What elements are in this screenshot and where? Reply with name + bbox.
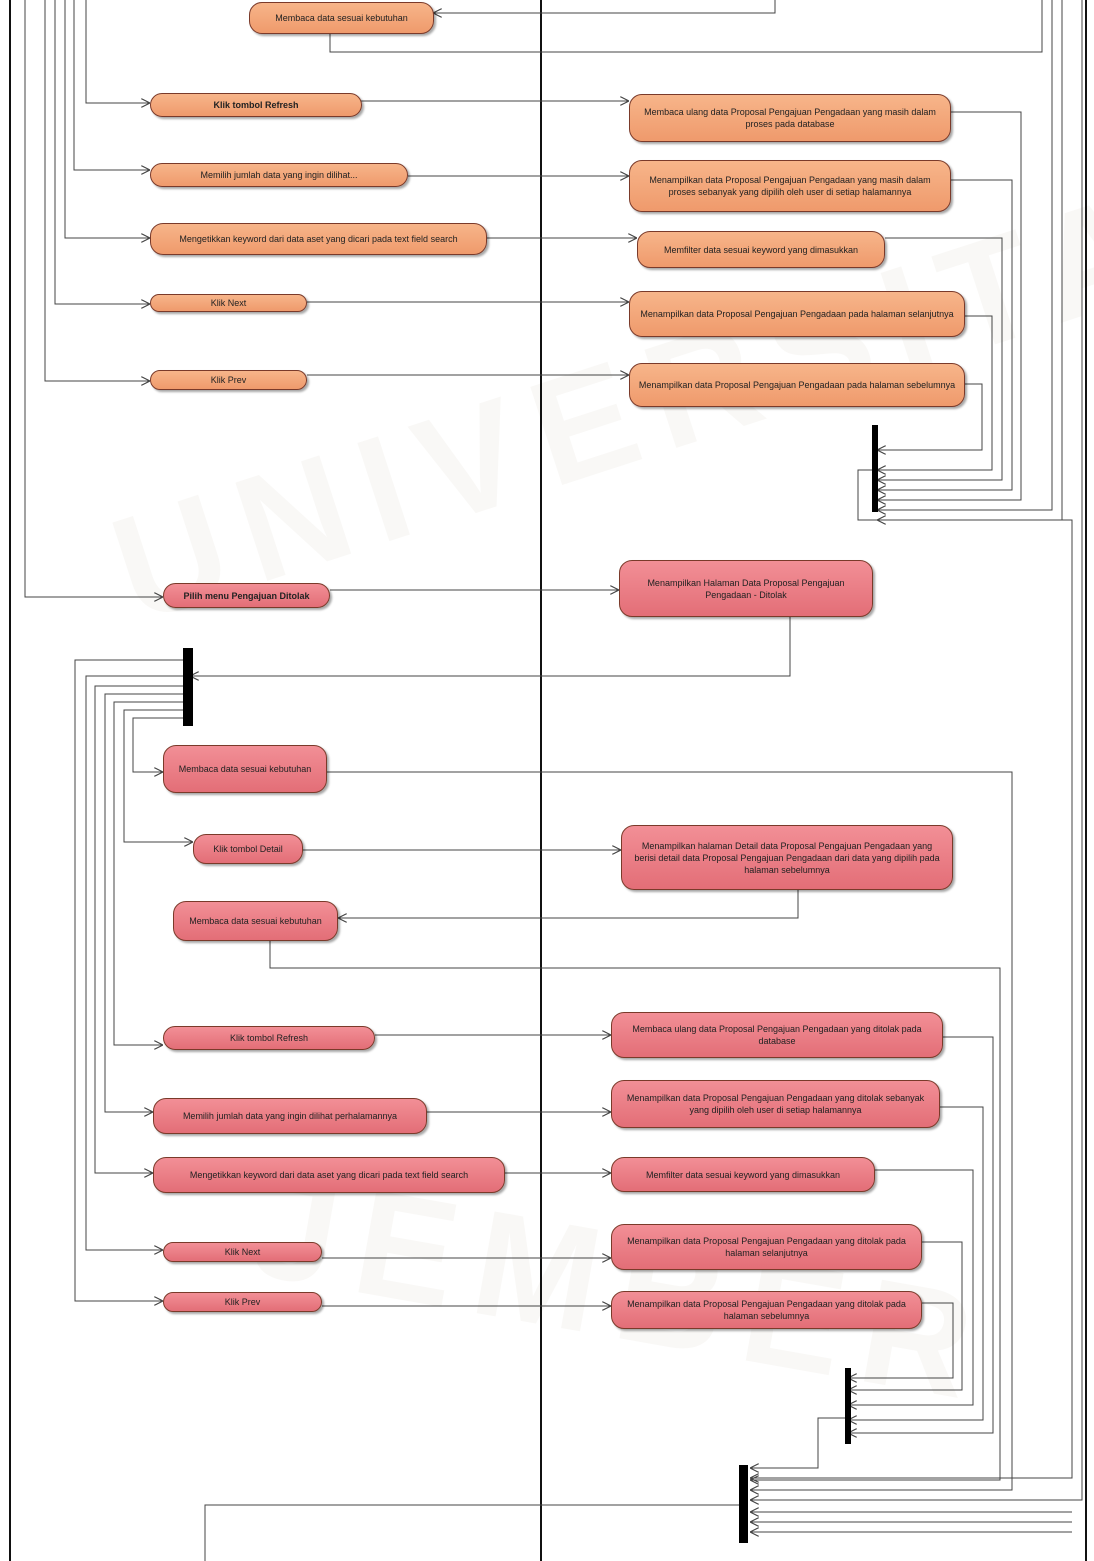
activity-show-count: Menampilkan data Proposal Pengajuan Peng… bbox=[629, 160, 951, 212]
activity-show-count-2: Menampilkan data Proposal Pengajuan Peng… bbox=[611, 1080, 940, 1128]
activity-reload-data: Membaca ulang data Proposal Pengajuan Pe… bbox=[629, 94, 951, 142]
activity-read-data-2: Membaca data sesuai kebutuhan bbox=[173, 901, 338, 941]
activity-select-count: Memilih jumlah data yang ingin dilihat..… bbox=[150, 163, 408, 187]
activity-show-detail: Menampilkan halaman Detail data Proposal… bbox=[621, 825, 953, 890]
activity-filter-keyword-2: Memfilter data sesuai keyword yang dimas… bbox=[611, 1157, 875, 1192]
activity-reload-rejected: Membaca ulang data Proposal Pengajuan Pe… bbox=[611, 1012, 943, 1058]
activity-select-count-2: Memilih jumlah data yang ingin dilihat p… bbox=[153, 1098, 427, 1134]
activity-click-detail: Klik tombol Detail bbox=[193, 834, 303, 864]
activity-show-prev: Menampilkan data Proposal Pengajuan Peng… bbox=[629, 363, 965, 407]
activity-click-refresh: Klik tombol Refresh bbox=[150, 93, 362, 117]
merge-bar-4 bbox=[739, 1465, 748, 1543]
edge-top-to-read bbox=[433, 0, 776, 13]
activity-type-keyword: Mengetikkan keyword dari data aset yang … bbox=[150, 223, 487, 255]
activity-read-data-1: Membaca data sesuai kebutuhan bbox=[163, 745, 327, 793]
activity-click-prev-2: Klik Prev bbox=[163, 1292, 322, 1312]
activity-select-rejected-menu: Pilih menu Pengajuan Ditolak bbox=[163, 583, 330, 608]
merge-bar-1 bbox=[872, 425, 878, 512]
activity-click-next-2: Klik Next bbox=[163, 1242, 322, 1262]
activity-click-refresh-2: Klik tombol Refresh bbox=[163, 1026, 375, 1050]
activity-click-next: Klik Next bbox=[150, 294, 307, 312]
activity-read-data-top: Membaca data sesuai kebutuhan bbox=[249, 2, 434, 34]
merge-bar-2 bbox=[183, 648, 193, 726]
activity-show-prev-2: Menampilkan data Proposal Pengajuan Peng… bbox=[611, 1291, 922, 1329]
activity-show-rejected-page: Menampilkan Halaman Data Proposal Pengaj… bbox=[619, 560, 873, 617]
activity-click-prev: Klik Prev bbox=[150, 370, 307, 390]
activity-type-keyword-2: Mengetikkan keyword dari data aset yang … bbox=[153, 1157, 505, 1193]
activity-filter-keyword: Memfilter data sesuai keyword yang dimas… bbox=[637, 231, 885, 268]
activity-show-next: Menampilkan data Proposal Pengajuan Peng… bbox=[629, 291, 965, 337]
merge-bar-3 bbox=[845, 1368, 851, 1444]
edge-read-out bbox=[329, 0, 1043, 53]
activity-show-next-2: Menampilkan data Proposal Pengajuan Peng… bbox=[611, 1224, 922, 1270]
